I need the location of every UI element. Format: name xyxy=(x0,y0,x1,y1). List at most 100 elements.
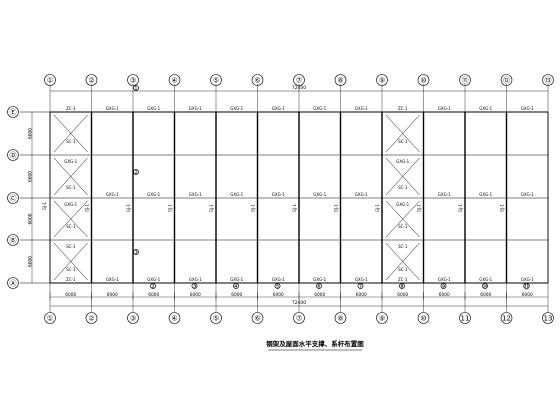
tie-bar-label: GXG-1 xyxy=(313,106,326,111)
tie-bar-label: GXG-1 xyxy=(355,192,368,197)
row-axis-bubble xyxy=(7,192,19,204)
column-label: GJ-1 xyxy=(334,203,339,212)
bottom-axis-bubble xyxy=(168,312,181,324)
bottom-axis-bubble xyxy=(251,312,264,324)
row-axis-bubble xyxy=(7,106,19,118)
plan-annotations: ⒺⒹⒸⒷⒶ①①②②③③④④⑤⑤⑥⑥⑦⑦⑧⑧⑨⑨⑩⑩⑪11⑫12⑬13724007… xyxy=(10,77,553,323)
tie-bar-label: GXG-1 xyxy=(106,106,119,111)
tie-bar-label: GXG-1 xyxy=(521,277,534,282)
bottom-axis-bubble-label: ⑤ xyxy=(213,315,219,323)
bracing-diagonal xyxy=(53,157,88,196)
tie-bar-label: GXG-1 xyxy=(64,159,77,164)
bracing-diagonal xyxy=(53,200,88,238)
column-label: GJ-1 xyxy=(209,203,214,212)
inner-bay-marker-label: ⑥ xyxy=(316,283,322,291)
top-axis-bubble xyxy=(500,74,513,86)
row-axis-bubble-label: Ⓑ xyxy=(10,237,17,245)
column-label: GJ-1 xyxy=(458,203,463,212)
bay-dimension: 6000 xyxy=(107,292,118,298)
top-axis-bubble xyxy=(85,74,98,86)
bottom-axis-bubble xyxy=(293,312,305,324)
row-axis-bubble-label: Ⓒ xyxy=(10,195,17,203)
inner-bay-marker-label: ③ xyxy=(191,283,197,291)
inner-bay-marker xyxy=(357,283,364,289)
inner-bay-marker-label: ⑧ xyxy=(399,283,405,291)
bay-dimension: 6000 xyxy=(522,292,533,298)
inner-bay-marker-label: ④ xyxy=(233,283,239,291)
bay-dimension: 6000 xyxy=(65,292,76,298)
top-axis-bubble-label: ⑪ xyxy=(462,77,469,85)
tie-bar-label: GXG-1 xyxy=(521,192,534,197)
bracing-diagonal xyxy=(53,242,88,281)
top-axis-bubble-label: ⑨ xyxy=(379,77,385,85)
inner-bay-marker xyxy=(523,283,530,289)
tie-bar-label: GXG-1 xyxy=(521,106,534,111)
overall-dimension-top: 72400 xyxy=(292,85,306,91)
tie-bar-label: GXG-1 xyxy=(396,159,409,164)
inner-bay-marker xyxy=(274,283,281,289)
axis3-marker xyxy=(133,169,139,175)
bracing-label: SC-1 xyxy=(398,267,408,272)
tie-bar-label: GXG-1 xyxy=(147,192,160,197)
column-label: GJ-1 xyxy=(42,201,47,210)
axis3-marker-label: ③ xyxy=(133,249,139,257)
top-axis-bubble-label: ⑥ xyxy=(254,77,260,85)
strut-label: ZC-1 xyxy=(398,106,408,111)
bay-dimension: 6000 xyxy=(231,292,242,298)
tie-bar-label: GXG-1 xyxy=(106,277,119,282)
bottom-axis-bubble xyxy=(542,312,554,324)
bottom-axis-bubble-label: ⑨ xyxy=(379,315,385,323)
inner-bay-marker-label: ⑪ xyxy=(523,283,530,291)
axis3-marker xyxy=(133,85,139,91)
bracing-label: SC-1 xyxy=(398,244,408,249)
top-axis-bubble xyxy=(459,74,471,86)
row-axis-bubble-label: Ⓓ xyxy=(10,152,17,160)
top-axis-bubble-label: ③ xyxy=(130,77,136,85)
inner-bay-marker-label: ⑦ xyxy=(357,283,363,291)
row-dimension: 6000 xyxy=(28,213,34,224)
column-label: GJ-1 xyxy=(85,203,90,212)
bottom-axis-bubble xyxy=(127,312,139,324)
top-axis-bubble-label: ⑧ xyxy=(337,77,343,85)
bay-dimension: 6000 xyxy=(148,292,159,298)
bottom-axis-bubble xyxy=(417,312,430,324)
row-axis-bubble-label: Ⓐ xyxy=(10,280,17,288)
top-axis-bubble xyxy=(542,74,554,86)
tie-bar-label: GXG-1 xyxy=(479,106,492,111)
bracing-label: SC-1 xyxy=(66,185,76,190)
top-axis-bubble xyxy=(334,74,347,86)
tie-bar-label: GXG-1 xyxy=(189,192,202,197)
bay-dimension: 6000 xyxy=(439,292,450,298)
strut-label: ZC-1 xyxy=(66,277,76,282)
bottom-axis-bubble xyxy=(44,312,56,324)
bracing-diagonal xyxy=(385,200,420,238)
row-dimension: 6000 xyxy=(28,171,34,182)
tie-bar-label: GXG-1 xyxy=(438,192,451,197)
tie-bar-label: GXG-1 xyxy=(106,192,119,197)
tie-bar-label: GXG-1 xyxy=(189,277,202,282)
bracing-diagonal xyxy=(385,157,420,196)
bracing-label: SC-1 xyxy=(66,224,76,229)
axis3-marker-label: ① xyxy=(133,85,139,93)
tie-bar-label: GXG-1 xyxy=(396,202,409,207)
row-axis-bubble-label: Ⓔ xyxy=(10,109,17,117)
bottom-axis-bubble xyxy=(85,312,98,324)
axis3-marker-label: ② xyxy=(133,169,139,177)
row-axis-bubble xyxy=(7,149,19,161)
tie-bar-label: GXG-1 xyxy=(230,106,243,111)
bay-dimension: 6000 xyxy=(356,292,367,298)
inner-bay-marker xyxy=(191,283,198,289)
bay-dimension: 6000 xyxy=(480,292,491,298)
plan-linework xyxy=(7,74,554,324)
bottom-axis-bubble xyxy=(334,312,347,324)
column-label: GJ-1 xyxy=(375,203,380,212)
inner-bay-marker xyxy=(440,283,447,289)
tie-bar-label: GXG-1 xyxy=(438,106,451,111)
bracing-label: SC-1 xyxy=(66,267,76,272)
bracing-label: SC-1 xyxy=(66,244,76,249)
top-axis-bubble xyxy=(293,74,305,86)
tie-bar-label: GXG-1 xyxy=(230,277,243,282)
top-axis-bubble xyxy=(168,74,181,86)
inner-bay-marker-label: ⑩ xyxy=(482,283,488,291)
bottom-axis-bubble xyxy=(500,312,513,324)
